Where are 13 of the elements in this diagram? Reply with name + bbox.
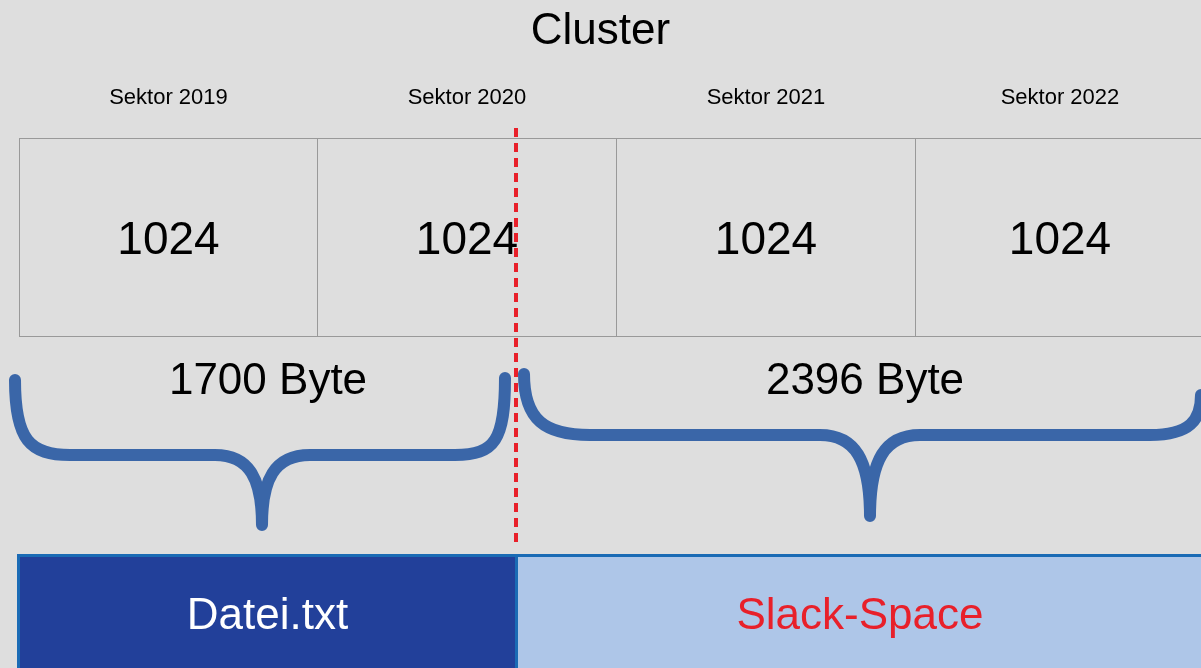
- size-label: 2396 Byte: [764, 354, 966, 404]
- sector-label: Sektor 2019: [108, 83, 229, 111]
- size-label: 1700 Byte: [167, 354, 369, 404]
- sector-cell: 1024: [317, 138, 617, 337]
- sector-label: Sektor 2021: [705, 83, 827, 111]
- slack-space-block: Slack-Space: [515, 554, 1201, 668]
- sector-label: Sektor 2020: [406, 83, 528, 111]
- file-block: Datei.txt: [17, 554, 518, 668]
- sector-label: Sektor 2022: [999, 83, 1121, 111]
- diagram-title: Cluster: [529, 4, 672, 54]
- sector-cell: 1024: [19, 138, 318, 337]
- sector-cell: 1024: [915, 138, 1201, 337]
- sector-cell: 1024: [616, 138, 916, 337]
